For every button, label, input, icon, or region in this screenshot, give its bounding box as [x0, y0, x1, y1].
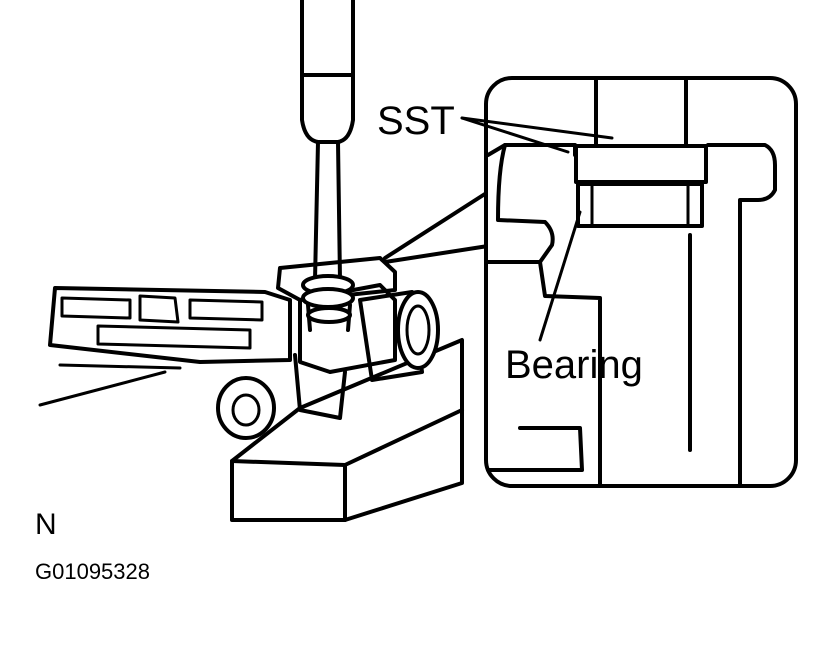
- press-tool: [300, 0, 355, 332]
- figure-code: G01095328: [35, 559, 150, 584]
- view-label: N: [35, 508, 57, 541]
- bearing-label: Bearing: [505, 343, 643, 387]
- gear-housing: [38, 256, 440, 440]
- sst-label: SST: [377, 99, 455, 143]
- callout-wedge: [383, 190, 490, 264]
- detail-inset: [484, 76, 798, 488]
- label-pointers: [460, 116, 614, 342]
